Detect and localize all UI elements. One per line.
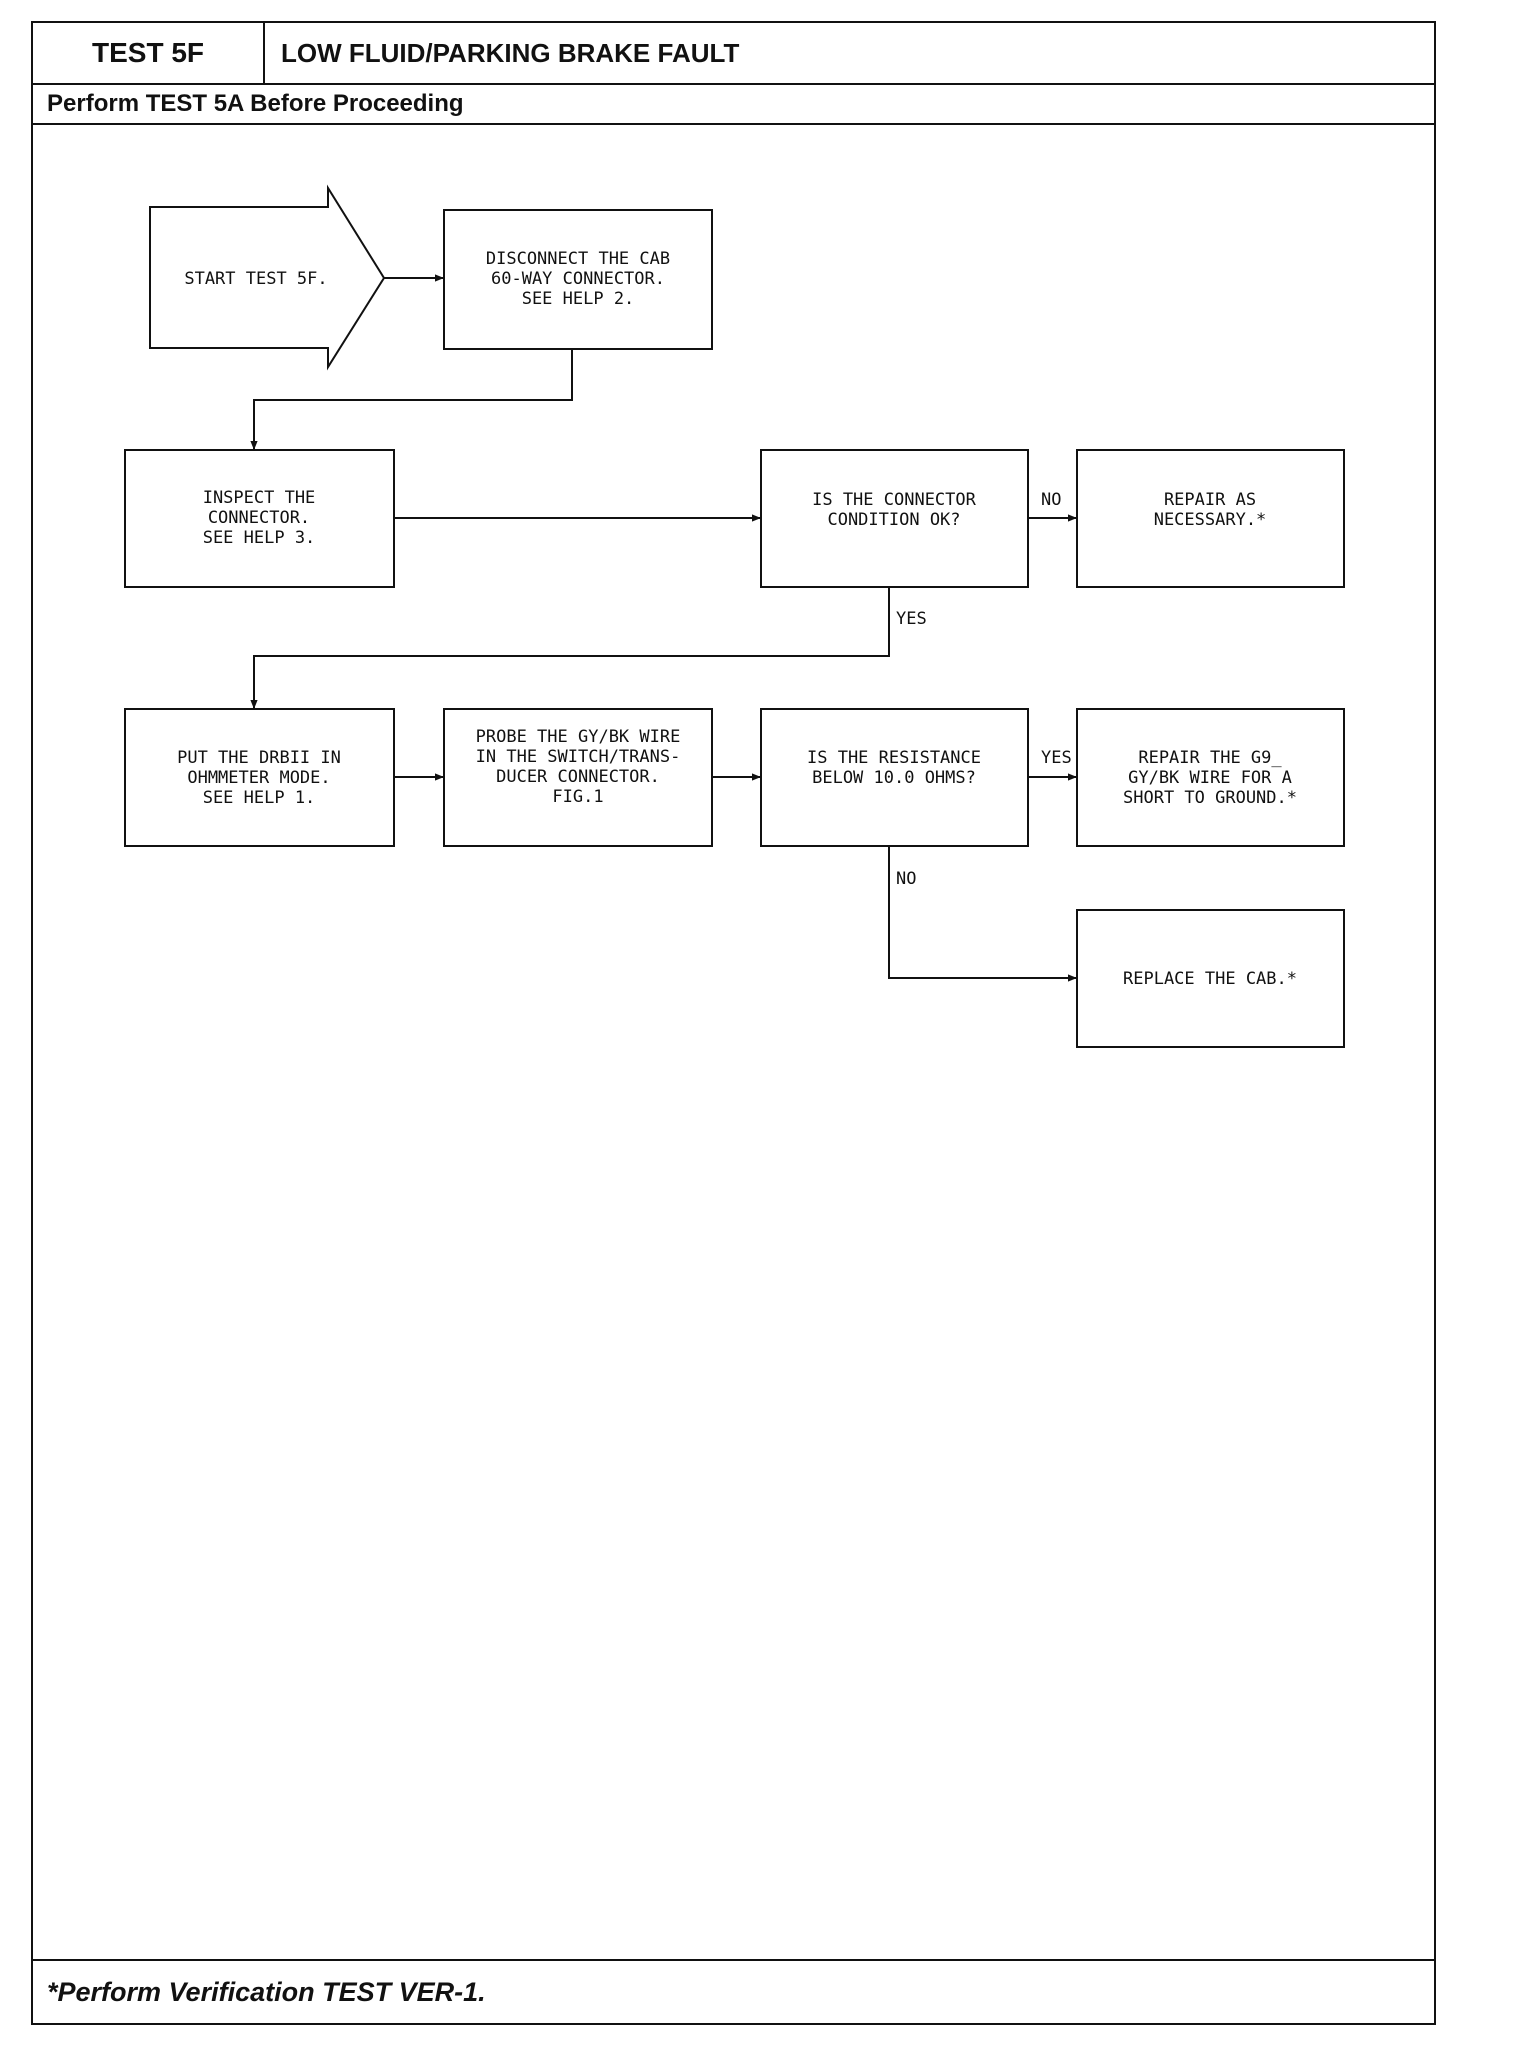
label-line: SEE HELP 2.: [522, 289, 635, 309]
label-line: SEE HELP 1.: [203, 788, 316, 808]
arrow-disconnect-to-inspect: [250, 349, 573, 450]
branch-label-yes: YES: [896, 609, 927, 629]
label-line: FIG.1: [552, 787, 603, 807]
test-id: TEST 5F: [33, 23, 265, 83]
replace-cab-label: REPLACE THE CAB.*: [1123, 969, 1297, 989]
label-line: REPAIR THE G9_: [1138, 748, 1282, 768]
arrow-resistance-no-to-replace: [888, 846, 1077, 982]
label-line: OHMMETER MODE.: [187, 768, 330, 788]
verification-note: *Perform Verification TEST VER-1.: [47, 1976, 486, 2007]
branch-label-yes: YES: [1041, 748, 1072, 768]
label-line: DUCER CONNECTOR.: [496, 767, 660, 787]
label-line: SHORT TO GROUND.*: [1123, 788, 1297, 808]
start-node: START TEST 5F.: [149, 184, 386, 371]
label-line: SEE HELP 3.: [203, 528, 316, 548]
label-line: CONNECTOR.: [208, 508, 310, 528]
replace-cab-step: REPLACE THE CAB.*: [1076, 909, 1345, 1048]
label-line: IS THE CONNECTOR: [812, 490, 977, 510]
label-line: CONDITION OK?: [827, 510, 960, 530]
header-row: TEST 5F LOW FLUID/PARKING BRAKE FAULT: [33, 23, 1434, 85]
label-line: 60-WAY CONNECTOR.: [491, 269, 665, 289]
branch-label-no: NO: [896, 869, 916, 889]
label-line: DISCONNECT THE CAB: [486, 249, 670, 269]
prerequisite-row: Perform TEST 5A Before Proceeding: [33, 85, 1434, 125]
test-title: LOW FLUID/PARKING BRAKE FAULT: [281, 37, 740, 68]
label-line: INSPECT THE: [203, 488, 316, 508]
label-line: REPAIR AS: [1164, 490, 1256, 510]
label-line: REPLACE THE CAB.*: [1123, 969, 1297, 989]
label-line: PROBE THE GY/BK WIRE: [476, 727, 681, 747]
label-line: IN THE SWITCH/TRANS-: [476, 747, 681, 767]
prerequisite-note: Perform TEST 5A Before Proceeding: [47, 90, 464, 117]
label-line: PUT THE DRBII IN: [177, 748, 341, 768]
label-line: GY/BK WIRE FOR A: [1128, 768, 1292, 788]
arrow-question-yes-to-ohmmeter: [250, 587, 890, 709]
start-label: START TEST 5F.: [184, 269, 327, 289]
label-line: BELOW 10.0 OHMS?: [812, 768, 976, 788]
diagnostic-page: TEST 5F LOW FLUID/PARKING BRAKE FAULT Pe…: [31, 21, 1436, 2025]
label-line: IS THE RESISTANCE: [807, 748, 981, 768]
label-line: NECESSARY.*: [1154, 510, 1267, 530]
branch-label-no: NO: [1041, 490, 1061, 510]
footer-row: *Perform Verification TEST VER-1.: [33, 1959, 1434, 2023]
label-line: START TEST 5F.: [184, 269, 327, 289]
